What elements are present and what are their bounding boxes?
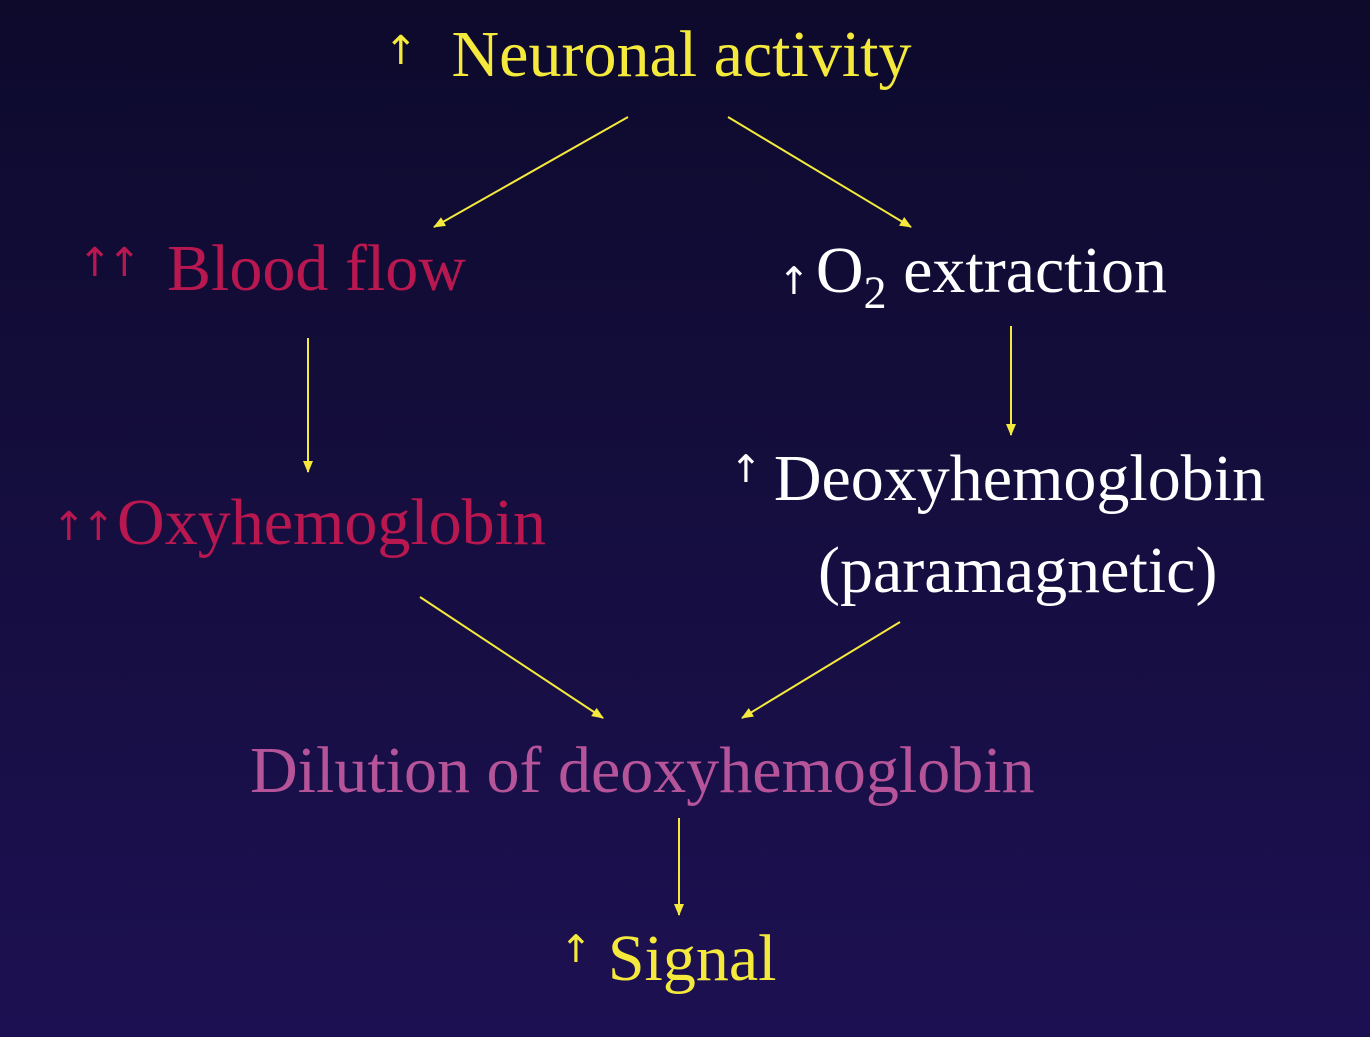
node-signal: ↑Signal — [560, 926, 777, 992]
node-blood-flow: ↑↑Blood flow — [78, 236, 466, 302]
arrow-neuronal-to-o2 — [727, 116, 912, 228]
increase-arrow-icon: ↑ — [384, 28, 418, 74]
double-increase-arrow-icon: ↑↑ — [78, 240, 141, 286]
arrow-oxyhemoglobin-to-dilution — [419, 596, 604, 719]
node-label: Signal — [607, 922, 777, 995]
arrow-deoxyhemoglobin-to-dilution — [741, 621, 901, 719]
double-increase-arrow-icon: ↑↑ — [52, 504, 115, 550]
node-dilution: Dilution of deoxyhemoglobin — [250, 738, 1035, 804]
node-label-rest: extraction — [886, 234, 1167, 307]
node-neuronal-activity: ↑Neuronal activity — [384, 22, 912, 88]
node-label: Dilution of deoxyhemoglobin — [250, 734, 1035, 807]
node-label: Blood flow — [167, 232, 466, 305]
increase-arrow-icon: ↑ — [778, 259, 810, 303]
node-label-subscript: 2 — [863, 267, 887, 319]
increase-arrow-icon: ↑ — [560, 927, 592, 971]
node-label-o: O — [815, 234, 864, 307]
node-oxyhemoglobin: ↑↑Oxyhemoglobin — [52, 490, 546, 556]
node-deoxyhemoglobin: ↑Deoxyhemoglobin — [730, 446, 1265, 512]
node-deoxyhemoglobin-note: (paramagnetic) — [818, 538, 1217, 604]
node-label: Neuronal activity — [451, 18, 912, 91]
node-label: Oxyhemoglobin — [117, 486, 546, 559]
node-note: (paramagnetic) — [818, 534, 1218, 607]
increase-arrow-icon: ↑ — [730, 447, 762, 491]
arrow-neuronal-to-bloodflow — [433, 116, 629, 228]
node-o2-extraction: ↑O2 extraction — [778, 238, 1167, 316]
node-label: Deoxyhemoglobin — [773, 442, 1266, 515]
